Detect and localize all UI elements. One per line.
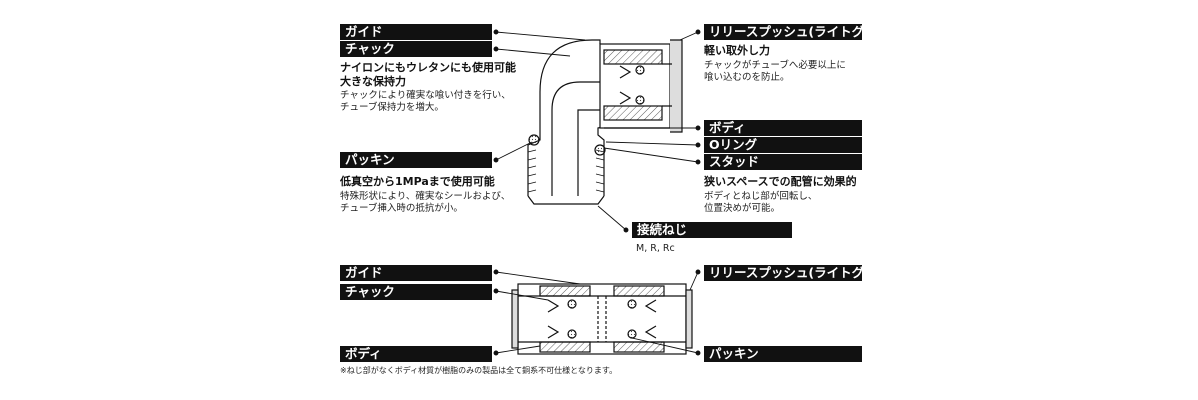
chuck-feature-title-1: ナイロンにもウレタンにも使用可能 <box>340 61 516 74</box>
label-connection-thread: 接続ねじ <box>632 222 792 238</box>
label-packing-bottom: パッキン <box>704 346 862 362</box>
label-guide: ガイド <box>340 24 492 40</box>
elbow-fitting-drawing <box>527 39 683 205</box>
chuck-feature-desc-2: チューブ保持力を増大。 <box>340 102 444 113</box>
release-feature-desc-2: 喰い込むのを防止。 <box>704 72 790 83</box>
label-chuck: チャック <box>340 41 492 57</box>
chuck-feature-title-2: 大きな保持力 <box>340 75 406 88</box>
release-feature-title: 軽い取外し力 <box>704 44 770 57</box>
leader-lines-top-right <box>597 29 701 233</box>
thread-types: M, R, Rc <box>636 243 675 254</box>
union-fitting-drawing <box>511 283 693 355</box>
packing-feature-desc-2: チューブ挿入時の抵抗が小。 <box>340 203 463 214</box>
leader-lines-bottom <box>493 269 701 356</box>
release-feature-desc-1: チャックがチューブへ必要以上に <box>704 60 846 71</box>
footnote: ※ねじ部がなくボディ材質が樹脂のみの製品は全て銅系不可仕様となります。 <box>340 366 618 375</box>
label-guide-bottom: ガイド <box>340 265 492 281</box>
label-body: ボディ <box>704 120 862 136</box>
stud-feature-desc-2: 位置決めが可能。 <box>704 203 781 214</box>
label-release-push: リリースプッシュ(ライトグレー) <box>704 24 895 40</box>
stud-feature-title: 狭いスペースでの配管に効果的 <box>704 175 857 188</box>
packing-feature-title: 低真空から1MPaまで使用可能 <box>340 175 495 188</box>
label-chuck-bottom: チャック <box>340 284 492 300</box>
label-packing: パッキン <box>340 152 492 168</box>
label-body-bottom: ボディ <box>340 346 492 362</box>
label-o-ring: Oリング <box>704 137 862 153</box>
label-release-push-bottom: リリースプッシュ(ライトグレー) <box>704 265 895 281</box>
leader-lines-top-left <box>493 29 586 163</box>
label-stud: スタッド <box>704 154 862 170</box>
stud-feature-desc-1: ボディとねじ部が回転し、 <box>704 191 818 202</box>
packing-feature-desc-1: 特殊形状により、確実なシールおよび、 <box>340 191 511 202</box>
chuck-feature-desc-1: チャックにより確実な喰い付きを行い、 <box>340 90 511 101</box>
